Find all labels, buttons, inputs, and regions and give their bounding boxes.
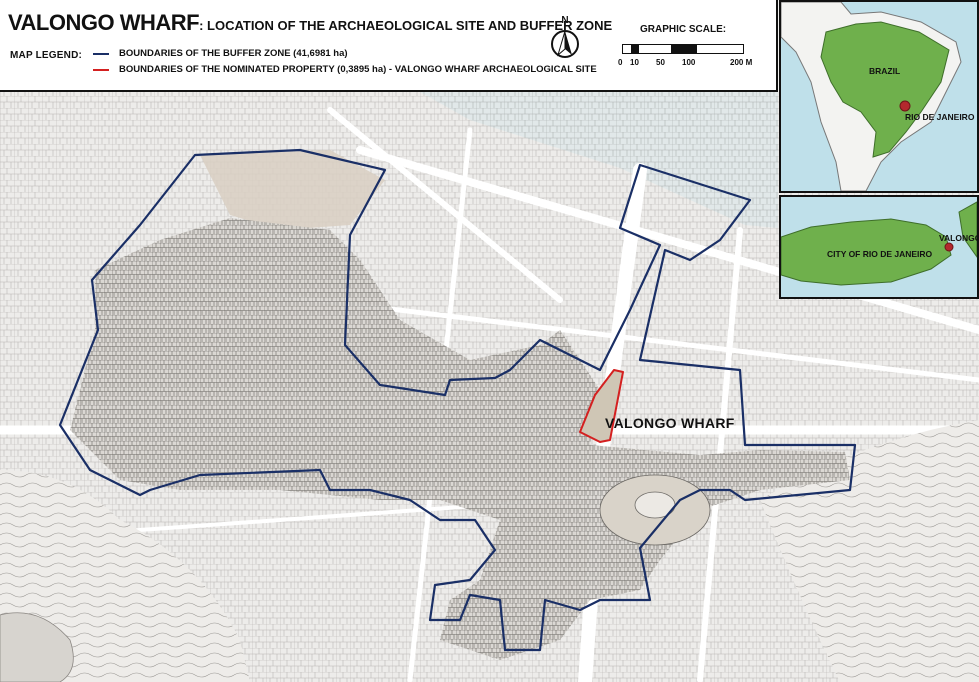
scale-tick: 100 bbox=[682, 58, 696, 67]
inset-label-rio: RIO DE JANEIRO bbox=[905, 112, 975, 122]
hill-contours-east bbox=[760, 420, 979, 682]
rio-city-shape bbox=[781, 218, 952, 286]
header-panel: VALONGO WHARF: LOCATION OF THE ARCHAEOLO… bbox=[0, 0, 778, 92]
hill-summit-north bbox=[200, 150, 385, 230]
inset-city-map bbox=[781, 197, 977, 297]
legend-item-nominated-property: BOUNDARIES OF THE NOMINATED PROPERTY (0,… bbox=[93, 64, 597, 75]
scale-tick: 50 bbox=[656, 58, 665, 67]
legend-swatch-buffer bbox=[93, 52, 109, 55]
site-label: VALONGO WHARF bbox=[605, 415, 735, 431]
inset-continent-map bbox=[781, 2, 977, 191]
title-subtitle: : LOCATION OF THE ARCHAEOLOGICAL SITE AN… bbox=[199, 18, 613, 33]
hill-summit-west bbox=[0, 612, 74, 682]
inset-label-valongo: VALONGO bbox=[939, 233, 979, 243]
north-label: N bbox=[561, 15, 568, 26]
rio-marker bbox=[899, 100, 911, 112]
legend-label-buffer: BOUNDARIES OF THE BUFFER ZONE (41,6981 h… bbox=[119, 48, 348, 59]
inset-label-brazil: BRAZIL bbox=[869, 66, 901, 76]
scale-title: GRAPHIC SCALE: bbox=[640, 24, 727, 35]
legend-heading: MAP LEGEND: bbox=[10, 50, 83, 61]
scale-tick: 0 bbox=[618, 58, 623, 67]
buffer-zone-boundary bbox=[58, 148, 857, 652]
inset-map-rio-city: CITY OF RIO DE JANEIRO VALONGO bbox=[779, 195, 979, 299]
niteroi-shape bbox=[958, 201, 977, 258]
title-main: VALONGO WHARF bbox=[8, 10, 200, 35]
legend-swatch-property bbox=[93, 68, 109, 71]
valongo-marker bbox=[944, 242, 954, 252]
hill-contours-west bbox=[0, 470, 250, 682]
scale-bar bbox=[622, 44, 744, 54]
brazil-shape bbox=[820, 21, 950, 158]
inset-map-south-america: BRAZIL RIO DE JANEIRO bbox=[779, 0, 979, 193]
nominated-property-boundary bbox=[579, 369, 624, 443]
scale-tick: 200 M bbox=[730, 58, 753, 67]
inset-label-city: CITY OF RIO DE JANEIRO bbox=[827, 249, 933, 259]
north-arrow-icon: N bbox=[551, 15, 579, 58]
dense-urban-fabric bbox=[70, 218, 850, 660]
title: VALONGO WHARF: LOCATION OF THE ARCHAEOLO… bbox=[8, 10, 612, 36]
scale-tick: 10 bbox=[630, 58, 639, 67]
legend-label-property: BOUNDARIES OF THE NOMINATED PROPERTY (0,… bbox=[119, 64, 597, 75]
legend-item-buffer-zone: BOUNDARIES OF THE BUFFER ZONE (41,6981 h… bbox=[93, 48, 348, 59]
